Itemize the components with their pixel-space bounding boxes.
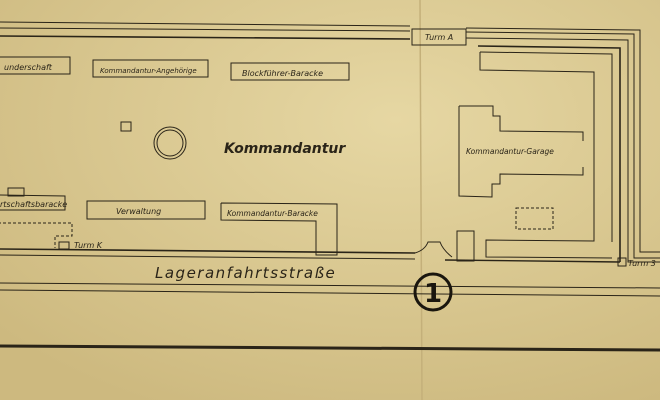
label-road: Lageranfahrtsstraße	[155, 264, 336, 282]
label-kommandantur-garage: Kommandantur-Garage	[466, 147, 554, 156]
label-kommandantur: Kommandantur	[224, 141, 346, 157]
marker-1: 1	[413, 272, 453, 312]
perimeter-fence	[0, 21, 660, 263]
label-blockfuehrer-baracke: Blockführer-Baracke	[242, 69, 323, 78]
label-kommandantur-baracke: Kommandantur-Baracke	[227, 209, 318, 218]
label-turm-3: Turm 3	[628, 259, 656, 268]
label-hundertschaft: underschaft	[4, 63, 53, 72]
label-verwaltung: Verwaltung	[116, 207, 161, 216]
road-lines	[0, 241, 660, 352]
label-turm-a: Turm A	[425, 33, 453, 42]
buildings	[0, 28, 627, 267]
label-wirtschaftsbaracke: rtschaftsbaracke	[0, 200, 67, 209]
label-turm-k: Turm K	[74, 241, 103, 250]
paper-fold	[419, 0, 423, 400]
label-kommandantur-angehoerige: Kommandantur-Angehörige	[100, 67, 197, 75]
marker-number: 1	[424, 279, 442, 309]
